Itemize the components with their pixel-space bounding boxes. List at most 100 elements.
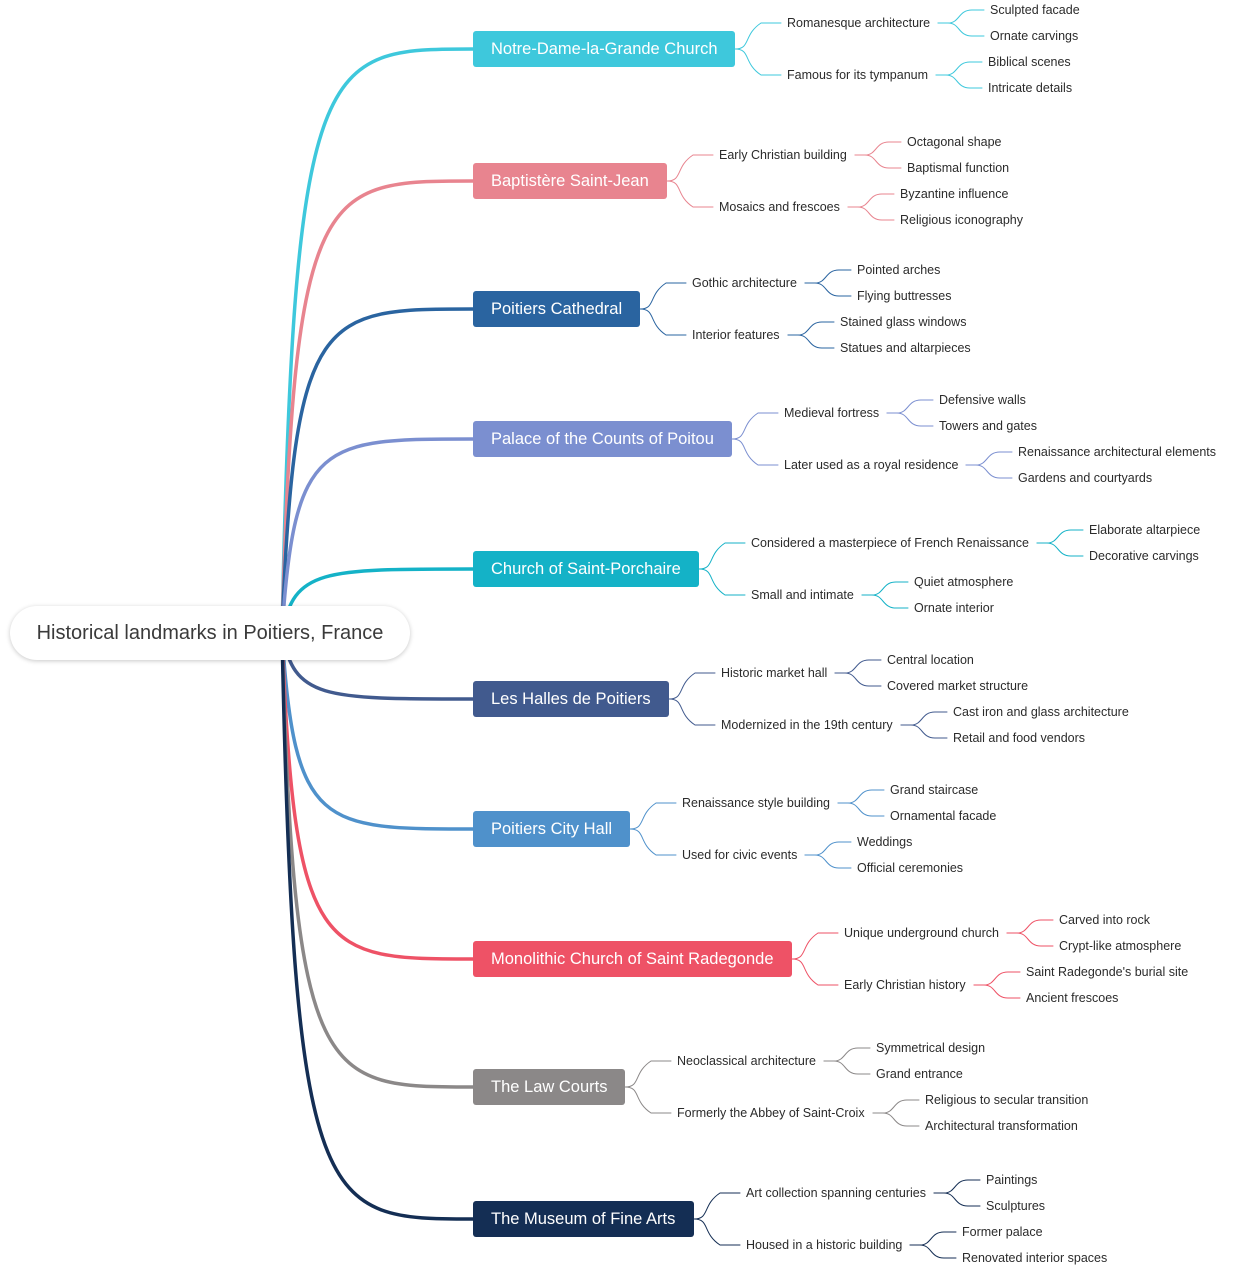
- leaf-connector: [854, 154, 902, 169]
- leaf-topic[interactable]: Weddings: [857, 835, 913, 849]
- leaf-connector: [935, 61, 983, 76]
- leaf-topic[interactable]: Retail and food vendors: [953, 731, 1086, 745]
- subtopic[interactable]: Medieval fortress: [784, 406, 880, 420]
- subtopic[interactable]: Considered a masterpiece of French Renai…: [751, 536, 1029, 550]
- subtopic[interactable]: Later used as a royal residence: [784, 458, 959, 472]
- subtopic[interactable]: Famous for its tympanum: [787, 68, 929, 82]
- leaf-connector: [861, 581, 909, 596]
- root-topic[interactable]: Historical landmarks in Poitiers, France: [10, 606, 410, 660]
- child-connector: [639, 282, 687, 310]
- leaf-topic[interactable]: Architectural transformation: [925, 1119, 1078, 1133]
- branch-topic[interactable]: Poitiers City Hall: [473, 811, 630, 847]
- leaf-topic[interactable]: Symmetrical design: [876, 1041, 986, 1055]
- leaf-topic[interactable]: Sculptures: [986, 1199, 1046, 1213]
- subtopic[interactable]: Renaissance style building: [682, 796, 831, 810]
- branch-topic[interactable]: Baptistère Saint-Jean: [473, 163, 667, 199]
- subtopic[interactable]: Interior features: [692, 328, 780, 342]
- leaf-connector: [847, 206, 895, 221]
- subtopic[interactable]: Early Christian history: [844, 978, 966, 992]
- leaf-connector: [1036, 542, 1084, 557]
- subtopic[interactable]: Housed in a historic building: [746, 1238, 903, 1252]
- leaf-topic[interactable]: Statues and altarpieces: [840, 341, 971, 355]
- branch-topic[interactable]: The Museum of Fine Arts: [473, 1201, 694, 1237]
- leaf-topic[interactable]: Covered market structure: [887, 679, 1029, 693]
- leaf-topic[interactable]: Byzantine influence: [900, 187, 1009, 201]
- leaf-connector: [909, 1244, 957, 1259]
- leaf-topic[interactable]: Crypt-like atmosphere: [1059, 939, 1182, 953]
- child-connector: [693, 1192, 741, 1220]
- subtopic[interactable]: Unique underground church: [844, 926, 999, 940]
- leaf-topic[interactable]: Former palace: [962, 1225, 1043, 1239]
- branch-topic[interactable]: Les Halles de Poitiers: [473, 681, 669, 717]
- leaf-topic[interactable]: Baptismal function: [907, 161, 1010, 175]
- subtopic[interactable]: Romanesque architecture: [787, 16, 931, 30]
- leaf-topic[interactable]: Decorative carvings: [1089, 549, 1199, 563]
- leaf-topic[interactable]: Ornate interior: [914, 601, 994, 615]
- subtopic[interactable]: Early Christian building: [719, 148, 847, 162]
- subtopic[interactable]: Mosaics and frescoes: [719, 200, 840, 214]
- leaf-connector: [787, 321, 835, 336]
- child-connector: [693, 1218, 741, 1246]
- leaf-topic[interactable]: Ancient frescoes: [1026, 991, 1119, 1005]
- child-connector: [639, 308, 687, 336]
- leaf-connector: [900, 724, 948, 739]
- root-branch-connector: [280, 631, 475, 961]
- leaf-topic[interactable]: Saint Radegonde's burial site: [1026, 965, 1189, 979]
- branch-topic-label: Palace of the Counts of Poitou: [491, 430, 714, 448]
- leaf-topic[interactable]: Quiet atmosphere: [914, 575, 1014, 589]
- leaf-topic[interactable]: Carved into rock: [1059, 913, 1151, 927]
- leaf-topic[interactable]: Towers and gates: [939, 419, 1037, 433]
- branch-topic-label: Church of Saint-Porchaire: [491, 560, 681, 578]
- leaf-topic[interactable]: Elaborate altarpiece: [1089, 523, 1201, 537]
- branch-topic[interactable]: Notre-Dame-la-Grande Church: [473, 31, 735, 67]
- leaf-topic[interactable]: Renaissance architectural elements: [1018, 445, 1217, 459]
- leaf-topic[interactable]: Renovated interior spaces: [962, 1251, 1108, 1265]
- leaf-topic[interactable]: Flying buttresses: [857, 289, 952, 303]
- subtopic[interactable]: Historic market hall: [721, 666, 828, 680]
- branch-topic-label: Baptistère Saint-Jean: [491, 172, 649, 190]
- leaf-topic[interactable]: Sculpted facade: [990, 3, 1080, 17]
- root-topic-label: Historical landmarks in Poitiers, France: [36, 621, 384, 644]
- leaf-connector: [1006, 919, 1054, 934]
- leaf-topic[interactable]: Stained glass windows: [840, 315, 967, 329]
- subtopic[interactable]: Gothic architecture: [692, 276, 797, 290]
- leaf-topic[interactable]: Intricate details: [988, 81, 1073, 95]
- leaf-connector: [804, 269, 852, 284]
- child-connector: [624, 1060, 672, 1088]
- leaf-connector: [973, 984, 1021, 999]
- subtopic[interactable]: Neoclassical architecture: [677, 1054, 816, 1068]
- leaf-connector: [965, 451, 1013, 466]
- leaf-topic[interactable]: Paintings: [986, 1173, 1038, 1187]
- branch-topic[interactable]: The Law Courts: [473, 1069, 625, 1105]
- leaf-topic[interactable]: Religious iconography: [900, 213, 1023, 227]
- root-branch-connector: [280, 307, 475, 635]
- branch-topic[interactable]: Church of Saint-Porchaire: [473, 551, 699, 587]
- leaf-topic[interactable]: Grand entrance: [876, 1067, 963, 1081]
- leaf-topic[interactable]: Ornamental facade: [890, 809, 997, 823]
- leaf-connector: [937, 22, 985, 37]
- leaf-topic[interactable]: Ornate carvings: [990, 29, 1079, 43]
- leaf-topic[interactable]: Octagonal shape: [907, 135, 1002, 149]
- child-connector: [629, 828, 677, 856]
- leaf-connector: [787, 334, 835, 349]
- child-connector: [791, 932, 839, 960]
- leaf-topic[interactable]: Grand staircase: [890, 783, 979, 797]
- branch-topic[interactable]: Monolithic Church of Saint Radegonde: [473, 941, 792, 977]
- leaf-topic[interactable]: Official ceremonies: [857, 861, 964, 875]
- leaf-topic[interactable]: Pointed arches: [857, 263, 941, 277]
- leaf-topic[interactable]: Religious to secular transition: [925, 1093, 1089, 1107]
- subtopic[interactable]: Formerly the Abbey of Saint-Croix: [677, 1106, 865, 1120]
- leaf-topic[interactable]: Defensive walls: [939, 393, 1026, 407]
- subtopic[interactable]: Modernized in the 19th century: [721, 718, 893, 732]
- leaf-topic[interactable]: Gardens and courtyards: [1018, 471, 1153, 485]
- subtopic[interactable]: Small and intimate: [751, 588, 854, 602]
- branch-topic[interactable]: Palace of the Counts of Poitou: [473, 421, 732, 457]
- subtopic[interactable]: Art collection spanning centuries: [746, 1186, 926, 1200]
- subtopic[interactable]: Used for civic events: [682, 848, 798, 862]
- leaf-topic[interactable]: Central location: [887, 653, 974, 667]
- leaf-topic[interactable]: Cast iron and glass architecture: [953, 705, 1129, 719]
- child-connector: [698, 542, 746, 570]
- leaf-topic[interactable]: Biblical scenes: [988, 55, 1071, 69]
- branch-topic[interactable]: Poitiers Cathedral: [473, 291, 640, 327]
